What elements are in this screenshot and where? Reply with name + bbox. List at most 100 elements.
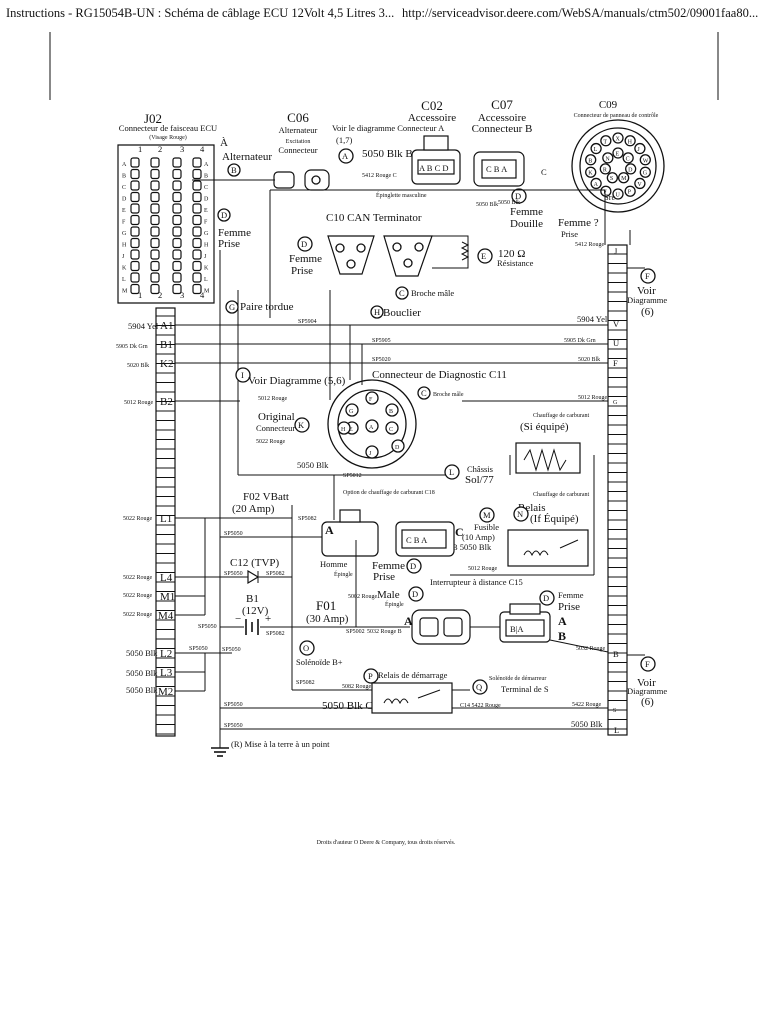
j02-connector: J02 Connecteur de faisceau ECU (Visage R… [117, 111, 217, 304]
c11-pin [391, 439, 405, 453]
alternateur-label: Alternateur [222, 151, 272, 163]
j02-pin-cell [150, 260, 160, 272]
j02-pin-cell [192, 272, 202, 283]
j02-row-label-left: E [122, 208, 126, 214]
left-pin-l3: L3 [160, 667, 173, 679]
amp10-label: (10 Amp) [462, 532, 495, 542]
letter-k: K [298, 420, 305, 430]
c09-pin-label: U [616, 193, 621, 199]
right-pin-u: U [613, 338, 619, 348]
right-wire-u: 5905 Dk Grn [564, 338, 596, 344]
original-label: Original [258, 411, 295, 423]
splice-sp5002: SP5002 [346, 629, 365, 635]
j02-row-label-left: H [122, 243, 127, 249]
j02-pin-cell [192, 168, 202, 180]
f02-label: F02 VBatt [243, 491, 289, 503]
left-pin-k2: K2 [160, 358, 173, 370]
j02-row-label-right: C [204, 185, 208, 191]
j02-pin-cell [150, 180, 160, 191]
j02-row-label-right: M [204, 289, 210, 295]
j02-pin-cell [130, 168, 140, 180]
c15-id: Interrupteur à distance C15 [430, 577, 523, 587]
circle-letter-c-c11 [417, 386, 431, 400]
left-pin-m4: M4 [158, 610, 174, 622]
c02-connector: C02 Accessoire Voir le diagramme Connect… [332, 98, 461, 185]
splice-sp5082-d: SP5082 [296, 680, 315, 686]
c15-pin-a-box [419, 617, 439, 637]
j02-row-label-right: D [204, 197, 209, 203]
c09-pin [599, 163, 611, 175]
j02-pin-cell [150, 283, 160, 295]
j02-pin-cell [192, 249, 202, 260]
battery-minus: − [235, 613, 241, 625]
start-relay-box [371, 682, 453, 714]
if-equipe-label: (If Équipé) [530, 513, 579, 525]
document-url[interactable]: http://serviceadvisor.deere.com/WebSA/ma… [402, 6, 759, 20]
circle-letter-a-c02 [338, 148, 354, 164]
c15-female-window [505, 619, 545, 637]
c09-pin-label: S [610, 176, 613, 182]
left-pin-m2: M2 [158, 686, 173, 698]
j02-sub: (Visage Rouge) [149, 134, 186, 141]
circle-letter-o [299, 640, 315, 656]
heater-relay-box [507, 529, 589, 567]
j02-row-label-left: F [122, 220, 126, 226]
c06-connector: C06 Alternateur Excitation Connecteur [273, 110, 330, 191]
j02-pin-cell [150, 226, 160, 237]
solenoide-bplus-label: Solénoïde B+ [296, 657, 343, 667]
c09-pin-label: P [628, 190, 632, 196]
femme-q-label: Femme ? [558, 217, 599, 229]
c06-line1: Alternateur [279, 125, 318, 135]
voir-label-2: Voir [637, 677, 656, 689]
c07-connector: C07 Accessoire Connecteur B C B A [472, 97, 532, 187]
fusible-label: Fusible [474, 522, 499, 532]
c10-pin-c [346, 259, 356, 269]
c10-male-body [383, 235, 433, 277]
c09-pin [600, 185, 612, 197]
start-relay-contact [417, 689, 441, 699]
c11-pin-label: B [389, 409, 393, 415]
paire-torsadee-label: Paire tordue [240, 301, 294, 313]
c09-pin-label: M [621, 176, 627, 182]
letter-g: G [229, 302, 235, 312]
circle-letter-e [477, 248, 493, 264]
splice-sp5050-d: SP5050 [224, 571, 243, 577]
j02-row-label-right: L [204, 277, 208, 283]
j02-row-label-left: K [122, 266, 127, 272]
prise-label-j02: Prise [218, 238, 240, 250]
c15-female-tab [509, 603, 541, 615]
c14-5422-label: C14 5422 Rouge [460, 703, 501, 709]
connecteur-label: Connecteur [256, 423, 295, 433]
j02-row-label-right: K [204, 266, 209, 272]
heater-box [515, 442, 581, 474]
epinglette-label: Épinglette masculine [376, 191, 427, 199]
letter-d-c15a: D [412, 589, 418, 599]
voir-label-1: Voir [637, 285, 656, 297]
c09-pin [606, 172, 619, 184]
circle-letter-f-2 [640, 656, 656, 672]
c09-pin [600, 135, 612, 147]
j02-col-4: 4 [200, 144, 205, 154]
j02-pin-cell [150, 203, 160, 214]
chauffage-label-2: Chauffage de carburant [533, 491, 590, 498]
j02-pin-cell [130, 214, 140, 226]
prise-c15: Prise [558, 601, 580, 613]
j02-pin-cell [192, 180, 202, 191]
femme-c15: Femme [558, 590, 584, 600]
letter-c-c10: C [399, 288, 405, 298]
j02-pin-cell [130, 203, 140, 214]
c09-pin [624, 135, 636, 147]
left-wire-l3: 5050 Blk [126, 668, 158, 678]
circle-letter-p [363, 668, 379, 684]
c09-pin [624, 185, 636, 197]
c-letter-c18: C [455, 525, 464, 539]
j02-col-3-bottom: 3 [180, 290, 184, 300]
c02-pins: A B C D [419, 163, 449, 173]
wire-5012-rouge-c11: 5012 Rouge [258, 396, 288, 402]
j02-pin-cell [150, 237, 160, 249]
prise-label-c09: Prise [561, 229, 578, 239]
c11-pin [385, 403, 399, 417]
j02-body [117, 144, 215, 304]
si-equipe-label: (Si équipé) [520, 421, 569, 433]
v12-label: (12V) [242, 605, 269, 617]
